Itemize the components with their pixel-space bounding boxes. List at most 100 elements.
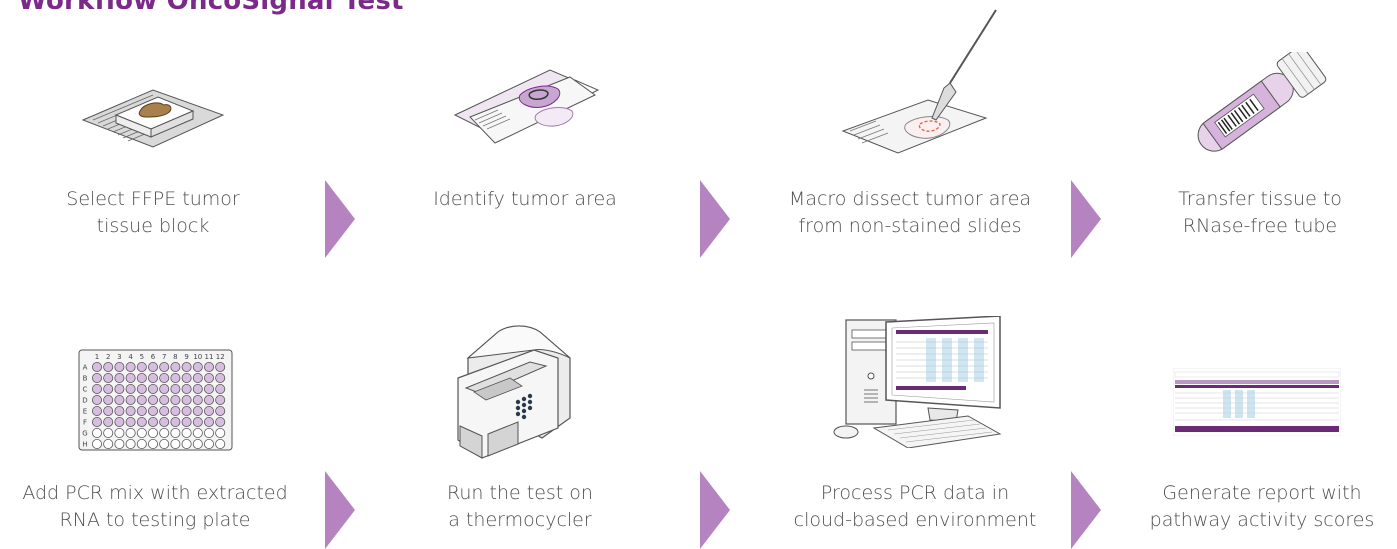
stained-slides-icon	[450, 65, 600, 159]
plate-well	[181, 428, 192, 439]
plate-well	[204, 439, 215, 450]
plate-well	[159, 417, 170, 428]
plate-well	[159, 406, 170, 417]
plate-row-label: F	[83, 419, 87, 427]
plate-well	[204, 395, 215, 406]
step-caption-line: RNA to testing plate	[59, 509, 251, 531]
tissue-block-icon	[78, 75, 228, 159]
plate-well	[215, 384, 226, 395]
plate-well	[170, 439, 181, 450]
plate-well	[170, 406, 181, 417]
plate-well	[125, 439, 136, 450]
plate-row-label: D	[82, 397, 87, 405]
plate-well	[215, 395, 226, 406]
plate-well	[215, 372, 226, 383]
plate-well	[125, 384, 136, 395]
report-icon	[1172, 367, 1342, 440]
plate-well	[204, 417, 215, 428]
step-caption-line: RNase-free tube	[1182, 215, 1338, 237]
plate-column-label: 6	[151, 353, 156, 361]
plate-well	[181, 406, 192, 417]
step-caption: Add PCR mix with extracted RNA to testin…	[5, 480, 305, 534]
plate-well	[91, 361, 102, 372]
step-caption: Select FFPE tumor tissue block	[28, 186, 278, 240]
plate-well	[159, 395, 170, 406]
step-caption-line: Select FFPE tumor	[66, 188, 240, 210]
plate-well	[215, 361, 226, 372]
plate-well	[91, 439, 102, 450]
plate-column-label: 8	[173, 353, 177, 361]
plate-well	[114, 406, 125, 417]
plate-well	[91, 428, 102, 439]
plate-well	[103, 395, 114, 406]
plate-well	[136, 428, 147, 439]
arrow-right-icon	[325, 471, 355, 549]
step-caption: Generate report with pathway activity sc…	[1127, 480, 1397, 534]
plate-well	[192, 361, 203, 372]
plate-well	[170, 361, 181, 372]
plate-well	[148, 384, 159, 395]
plate-well	[181, 417, 192, 428]
step-caption: Transfer tissue to RNase-free tube	[1150, 186, 1370, 240]
plate-well	[215, 428, 226, 439]
plate-well	[125, 372, 136, 383]
plate-well	[125, 361, 136, 372]
arrow-right-icon	[1071, 180, 1101, 258]
plate-well	[125, 395, 136, 406]
plate-well	[192, 372, 203, 383]
plate-well	[136, 384, 147, 395]
plate-well	[91, 395, 102, 406]
step-caption-line: Identify tumor area	[433, 188, 617, 210]
plate-well	[136, 406, 147, 417]
plate-well	[148, 395, 159, 406]
plate-well	[136, 395, 147, 406]
plate-well	[159, 384, 170, 395]
plate-well	[159, 439, 170, 450]
step-caption-line: Process PCR data in	[820, 482, 1010, 504]
plate-well	[114, 372, 125, 383]
step-caption-line: tissue block	[96, 215, 210, 237]
plate-well	[192, 395, 203, 406]
plate-well	[148, 428, 159, 439]
plate-well	[91, 372, 102, 383]
plate-column-label: 7	[162, 353, 166, 361]
plate-well	[181, 395, 192, 406]
plate-well	[125, 428, 136, 439]
plate-well	[192, 384, 203, 395]
plate-well	[103, 406, 114, 417]
plate-well	[204, 372, 215, 383]
page-title: Workflow OncoSignal Test	[18, 0, 404, 16]
plate-well	[91, 417, 102, 428]
plate-well	[181, 372, 192, 383]
plate-well	[136, 439, 147, 450]
step-caption-line: from non-stained slides	[798, 215, 1022, 237]
plate-well	[204, 428, 215, 439]
plate-well	[136, 372, 147, 383]
plate-well	[204, 406, 215, 417]
plate-column-label: 5	[140, 353, 144, 361]
plate-well	[192, 428, 203, 439]
plate-well	[148, 361, 159, 372]
arrow-right-icon	[325, 180, 355, 258]
plate-well	[125, 406, 136, 417]
plate-well	[114, 439, 125, 450]
step-caption: Macro dissect tumor area from non-staine…	[760, 186, 1060, 240]
step-caption: Identify tumor area	[400, 186, 650, 213]
plate-well	[170, 384, 181, 395]
arrow-right-icon	[700, 471, 730, 549]
plate-well	[215, 439, 226, 450]
plate-well	[103, 384, 114, 395]
plate-well	[114, 428, 125, 439]
plate-well	[114, 395, 125, 406]
plate-well	[170, 417, 181, 428]
plate-well	[170, 428, 181, 439]
plate-column-label: 3	[117, 353, 121, 361]
step-caption-line: a thermocycler	[448, 509, 592, 531]
plate-well	[192, 417, 203, 428]
plate-well	[103, 361, 114, 372]
step-caption: Run the test on a thermocycler	[420, 480, 620, 534]
plate-column-label: 10	[193, 353, 202, 361]
plate-row-label: H	[82, 441, 87, 449]
plate-row-label: G	[82, 430, 87, 438]
